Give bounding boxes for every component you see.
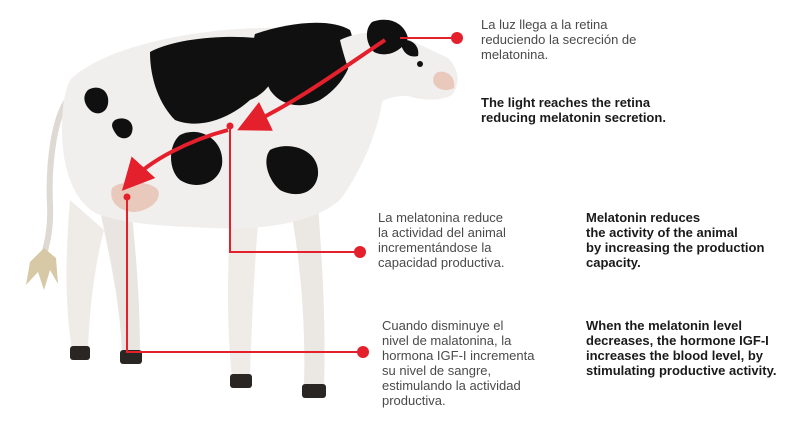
cow-hind-legs [66,200,142,364]
cow-body [62,22,385,229]
dot-retina [451,32,463,44]
connector-dots [123,32,463,358]
cow-tail [26,92,75,290]
dot-udder [123,193,131,201]
dot-activity [354,246,366,258]
pathway-arrows [121,38,387,191]
activity-note-spanish: La melatonina reduce la actividad del an… [378,210,506,270]
leader-lines [126,37,456,353]
retina-note-spanish: La luz llega a la retina reduciendo la s… [481,17,637,62]
cow-front-legs [228,205,326,398]
igf-note-spanish: Cuando disminuye el nivel de malatonina,… [382,318,535,408]
dot-igf [357,346,369,358]
igf-note-english: When the melatonin level decreases, the … [586,318,777,378]
activity-note-english: Melatonin reduces the activity of the an… [586,210,765,270]
retina-note-english: The light reaches the retina reducing me… [481,95,666,125]
dot-mid [226,122,234,130]
